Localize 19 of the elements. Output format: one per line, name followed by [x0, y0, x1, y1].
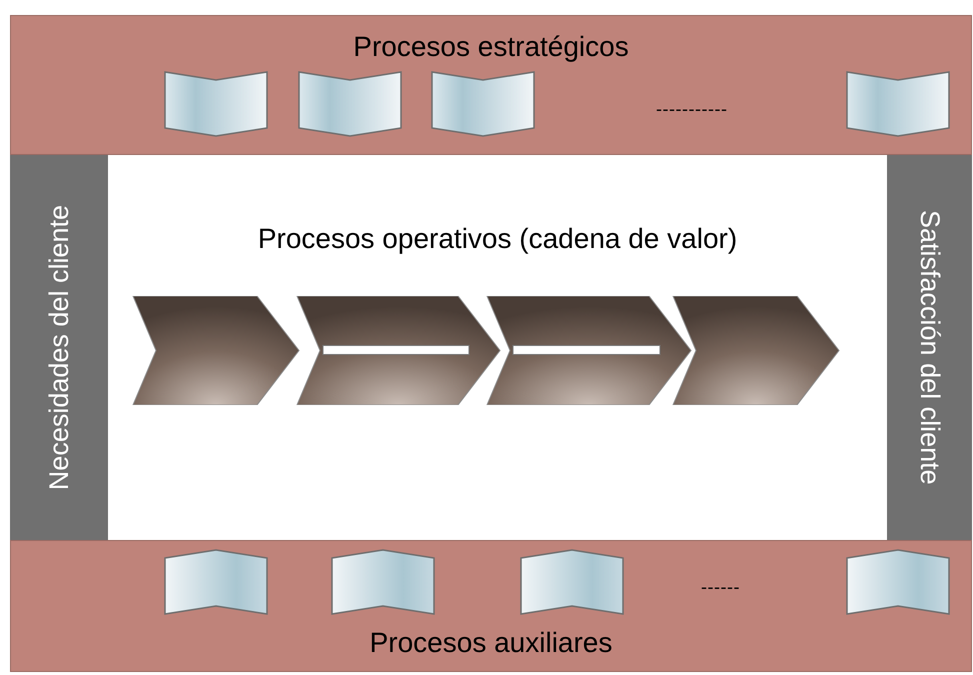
banner-shape — [846, 549, 950, 615]
banner-shape — [164, 71, 268, 137]
strategic-band — [10, 15, 972, 155]
side-bar — [887, 155, 972, 540]
banner-shape — [846, 71, 950, 137]
panel-title: Procesos operativos (cadena de valor) — [256, 225, 738, 253]
ellipsis-dashes: ----------- — [656, 100, 728, 118]
support-band — [10, 540, 972, 672]
band-title: Procesos estratégicos — [352, 33, 630, 61]
band-title: Procesos auxiliares — [368, 629, 614, 657]
banner-shape — [298, 71, 402, 137]
banner-shape — [431, 71, 535, 137]
banner-shape — [331, 549, 435, 615]
side-title: Necesidades del cliente — [46, 204, 72, 490]
side-title: Satisfacción del cliente — [916, 210, 943, 485]
banner-shape — [164, 549, 268, 615]
banner-shape — [520, 549, 624, 615]
side-bar — [10, 155, 108, 540]
ellipsis-dashes: ------ — [701, 578, 740, 596]
